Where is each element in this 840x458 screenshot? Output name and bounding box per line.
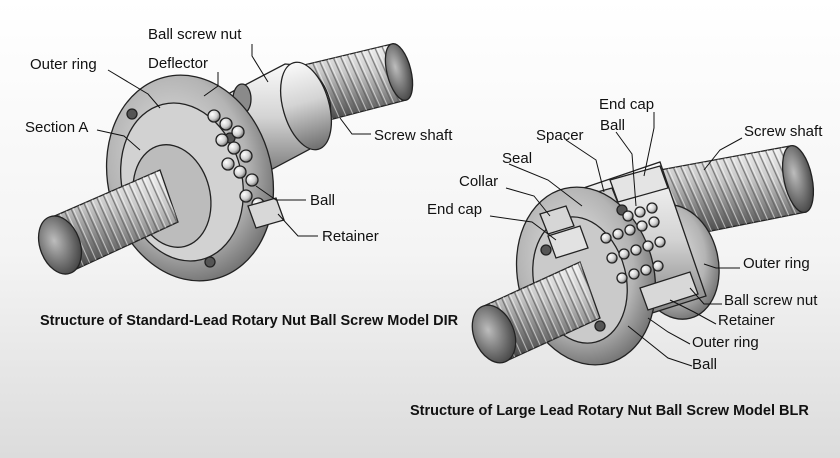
blr-label-ball-screw-nut: Ball screw nut (724, 292, 818, 309)
blr-label-ball-bottom: Ball (692, 356, 717, 373)
dir-label-deflector: Deflector (148, 55, 208, 72)
dir-screw-shaft-left (37, 169, 179, 275)
dir-label-outer-ring: Outer ring (30, 56, 97, 73)
blr-label-screw-shaft: Screw shaft (744, 123, 823, 140)
dir-balls (207, 109, 265, 211)
blr-caption: Structure of Large Lead Rotary Nut Ball … (410, 403, 809, 419)
dir-label-ball: Ball (310, 192, 335, 209)
blr-label-retainer: Retainer (718, 312, 775, 329)
blr-screw-shaft-left (471, 261, 601, 364)
blr-illustration (471, 112, 815, 367)
dir-label-section-a: Section A (25, 119, 88, 136)
blr-label-end-cap-left: End cap (427, 201, 482, 218)
blr-label-collar: Collar (459, 173, 498, 190)
blr-leader-lines (489, 112, 743, 367)
dir-illustration (37, 43, 414, 282)
dir-leader-lines (96, 44, 371, 237)
blr-retainer (639, 271, 699, 311)
blr-screw-shaft-right (659, 144, 815, 239)
blr-balls (600, 202, 666, 284)
blr-end-cap-left (547, 225, 589, 259)
blr-label-outer-ring-right: Outer ring (743, 255, 810, 272)
blr-label-ball-top: Ball (600, 117, 625, 134)
blr-label-end-cap-top: End cap (599, 96, 654, 113)
blr-label-spacer: Spacer (536, 127, 584, 144)
blr-collar (539, 205, 575, 235)
dir-caption: Structure of Standard-Lead Rotary Nut Ba… (40, 313, 459, 329)
blr-label-outer-ring-bottom: Outer ring (692, 334, 759, 351)
blr-label-seal: Seal (502, 150, 532, 167)
dir-label-screw-shaft: Screw shaft (374, 127, 453, 144)
dir-label-retainer: Retainer (322, 228, 379, 245)
dir-label-ball-screw-nut: Ball screw nut (148, 26, 242, 43)
